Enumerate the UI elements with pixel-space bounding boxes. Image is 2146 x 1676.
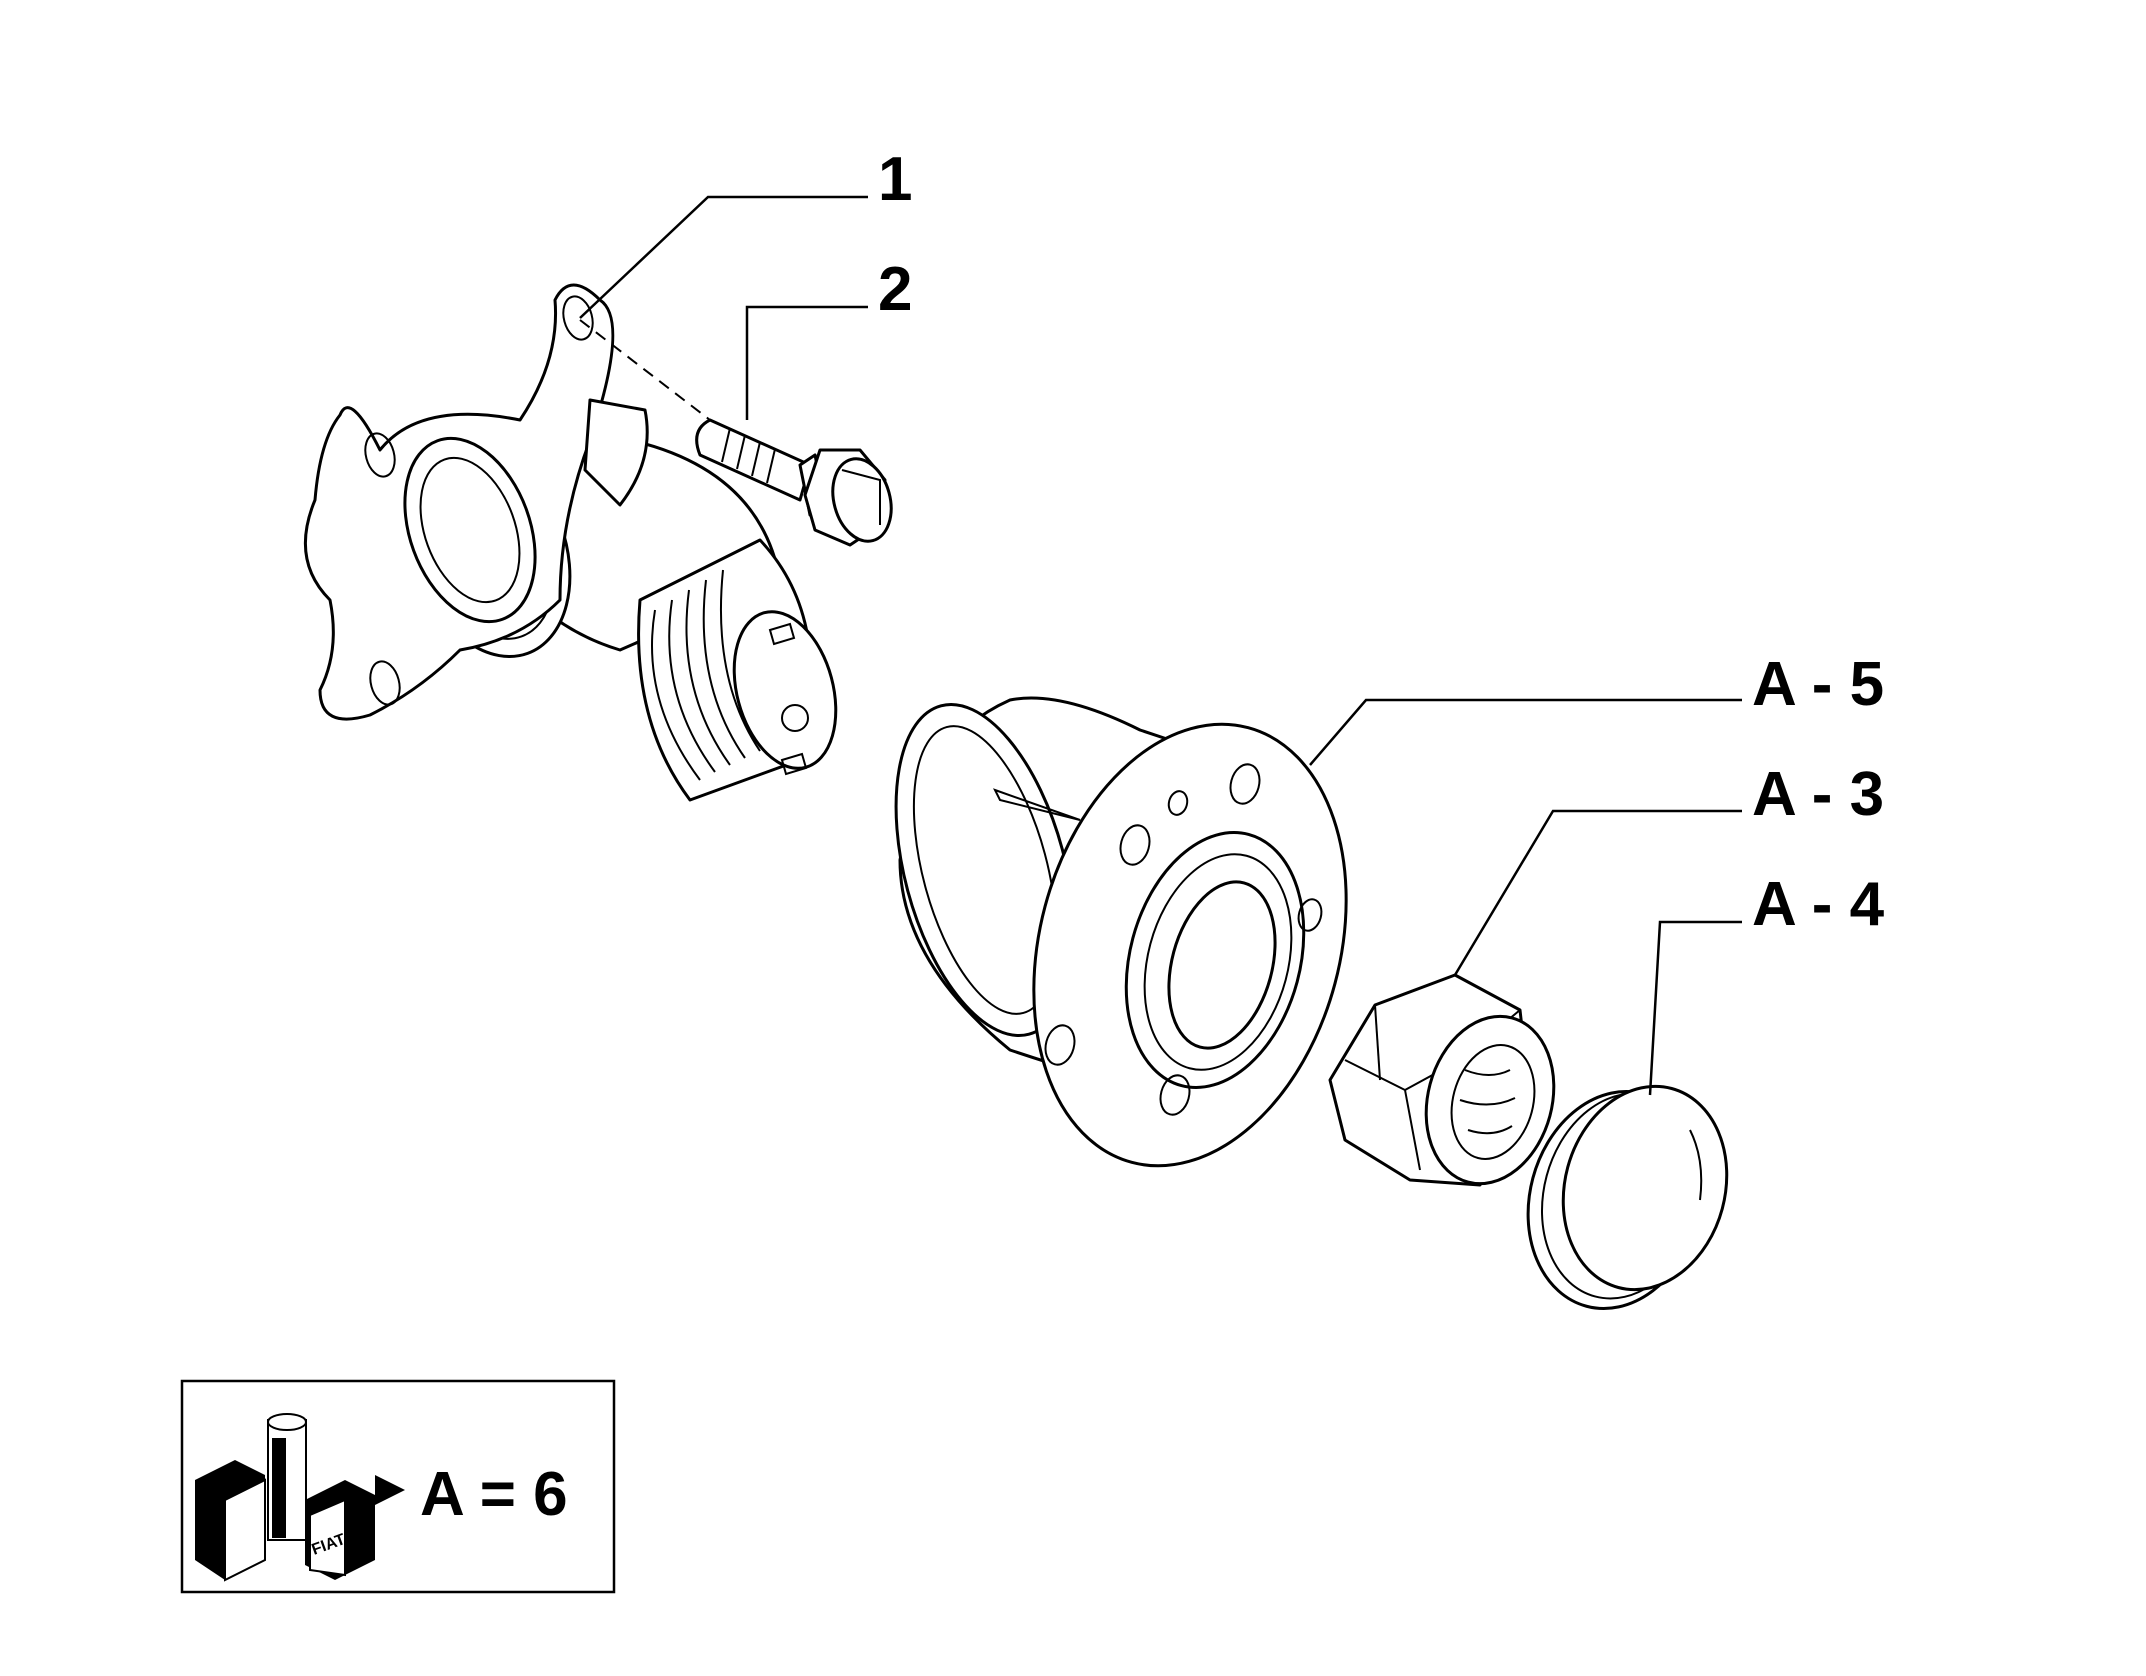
callout-A4: A - 4 (1752, 870, 1885, 939)
callout-A3: A - 3 (1752, 760, 1884, 829)
callout-2: 2 (878, 255, 912, 324)
hex-bolt-icon[interactable] (695, 418, 900, 548)
leader-lines (579, 195, 1742, 1096)
quantity-legend: FIAT A = 6 (180, 1379, 616, 1594)
stub-axle-flange-icon[interactable] (303, 283, 852, 802)
legend-equation: A = 6 (420, 1460, 568, 1529)
callout-1: 1 (878, 145, 912, 214)
alignment-line (579, 319, 711, 421)
hex-nut-icon[interactable] (1328, 973, 1572, 1198)
fiat-kit-logo-icon: FIAT (195, 1413, 405, 1582)
callout-A5: A - 5 (1752, 650, 1884, 719)
wheel-hub-icon[interactable] (864, 685, 1393, 1201)
dust-cap-icon[interactable] (1504, 1068, 1749, 1328)
